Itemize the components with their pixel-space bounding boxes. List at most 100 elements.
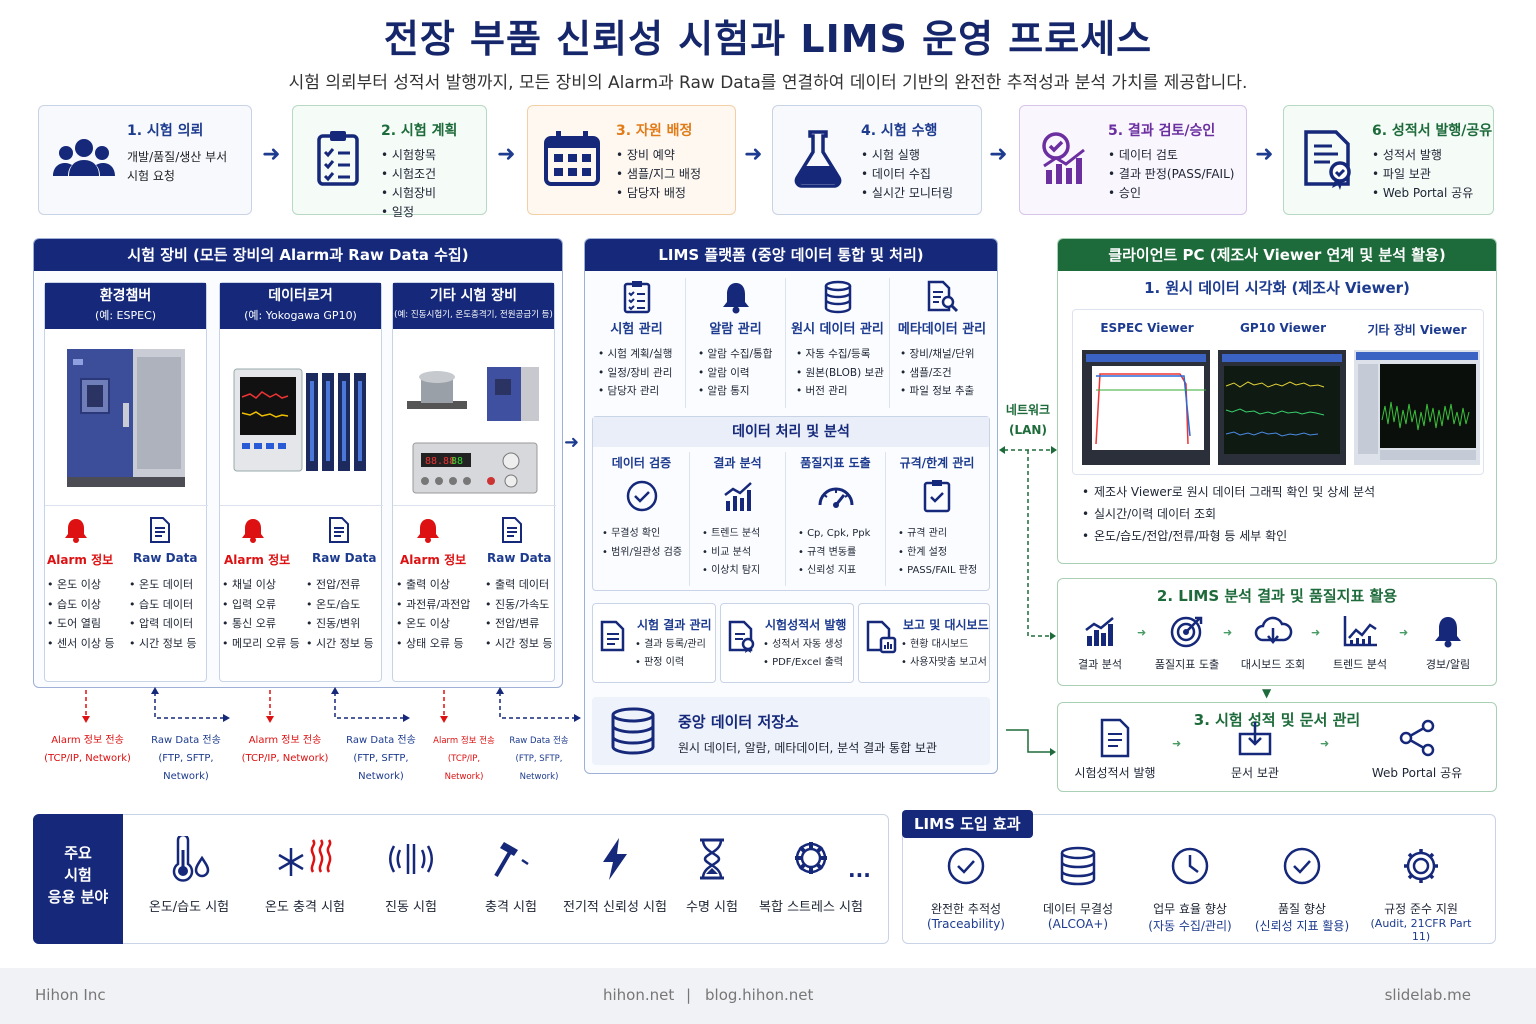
alarm-title: Alarm 정보 xyxy=(47,553,114,567)
footer: Hihon Inc hihon.net | blog.hihon.net sli… xyxy=(0,968,1536,1024)
database-icon xyxy=(611,707,655,755)
hourglass-icon xyxy=(700,838,724,880)
lims-module-raw: 원시 데이터 관리 자동 수집/등록원본(BLOB) 보관버전 관리 xyxy=(786,278,890,408)
lims-module-test: 시험 관리 시험 계획/실행일정/장비 관리담당자 관리 xyxy=(588,278,686,408)
check-circle-icon xyxy=(1283,847,1321,885)
application-item: 온도/습도 시험 xyxy=(134,836,244,915)
stage-title: 3. 자원 배정 xyxy=(616,123,693,139)
viewer-title: 1. 원시 데이터 시각화 (제조사 Viewer) xyxy=(1144,279,1410,297)
alarm-bell-icon xyxy=(65,519,87,543)
output-dashboard: 보고 및 대시보드 현황 대시보드사용자맞춤 보고서 xyxy=(858,603,990,683)
share-icon xyxy=(1399,719,1435,757)
alarm-list: 채널 이상입력 오류통신 오류메모리 오류 등 xyxy=(222,575,300,653)
clipboard-icon xyxy=(317,131,359,186)
raw-data-document-icon xyxy=(502,517,522,543)
footer-link[interactable]: hihon.net xyxy=(603,986,675,1004)
storage-desc: 원시 데이터, 알람, 메타데이터, 분석 결과 통합 보관 xyxy=(678,741,937,755)
alarm-bell-icon xyxy=(242,519,264,543)
stage-title: 5. 결과 검토/승인 xyxy=(1108,123,1216,139)
clipboard-check-icon xyxy=(923,480,951,513)
lims-module-meta: 메타데이터 관리 장비/채널/단위샘플/조건파일 정보 추출 xyxy=(890,278,994,408)
raw-title: Raw Data xyxy=(312,551,377,565)
processing-analysis: 결과 분석 트렌드 분석비교 분석이상치 탐지 xyxy=(690,452,786,586)
output-title: 시험 결과 관리 xyxy=(637,618,712,632)
step-arrow-icon: ➜ xyxy=(1311,626,1321,639)
transfer-label-raw: Raw Data 전송(FTP, SFTP, Network) xyxy=(346,735,416,782)
equipment-name: 기타 시험 장비(예: 진동시험기, 온도충격기, 전원공급기 등) xyxy=(393,283,554,329)
arrow-right-icon: ➜ xyxy=(262,142,281,167)
check-circle-icon xyxy=(626,480,657,512)
processing-title: 결과 분석 xyxy=(713,456,762,470)
analysis-step: 품질지표 도출 xyxy=(1151,614,1223,672)
stage-items: 시험항목시험조건시험장비일정 xyxy=(381,146,436,222)
docs-panel: 3. 시험 성적 및 문서 관리 xyxy=(1057,702,1497,792)
effect-item: 데이터 무결성 (ALCOA+) xyxy=(1022,846,1134,931)
module-title: 원시 데이터 관리 xyxy=(791,322,884,337)
docs-step: Web Portal 공유 xyxy=(1362,718,1472,781)
central-storage: 중앙 데이터 저장소 원시 데이터, 알람, 메타데이터, 분석 결과 통합 보… xyxy=(592,697,990,765)
client-header: 클라이언트 PC (제조사 Viewer 연계 및 분석 활용) xyxy=(1058,239,1496,271)
target-icon xyxy=(1170,616,1203,648)
effect-item: 완전한 추적성 (Traceability) xyxy=(910,846,1022,931)
stage-review: 5. 결과 검토/승인 데이터 검토결과 판정(PASS/FAIL)승인 xyxy=(1019,105,1247,215)
footer-link[interactable]: slidelab.me xyxy=(1384,986,1471,1004)
more-icon: ... xyxy=(848,858,871,882)
report-icon xyxy=(866,620,897,654)
flask-icon xyxy=(794,130,842,188)
output-certificate: 시험성적서 발행 성적서 자동 생성PDF/Excel 출력 xyxy=(720,603,854,683)
arrow-right-icon: ➜ xyxy=(744,142,763,167)
check-circle-icon xyxy=(947,847,985,885)
analysis-step: 트렌드 분석 xyxy=(1325,614,1395,672)
other-viewer-screenshot xyxy=(1354,350,1480,465)
raw-list: 전압/전류온도/습도진동/변위시간 정보 등 xyxy=(306,575,374,653)
docs-step: 문서 보관 xyxy=(1210,718,1300,781)
docs-title: 3. 시험 성적 및 문서 관리 xyxy=(1193,711,1361,729)
transfer-label-raw: Raw Data 전송(FTP, SFTP, Network) xyxy=(509,736,569,782)
bar-chart-icon xyxy=(1085,617,1114,646)
viewer-name: GP10 Viewer xyxy=(1240,321,1326,335)
analysis-step: 대시보드 조회 xyxy=(1237,614,1309,672)
stage-title: 1. 시험 의뢰 xyxy=(127,123,204,139)
review-chart-icon xyxy=(1042,132,1085,184)
network-connectors xyxy=(999,446,1057,756)
footer-link[interactable]: blog.hihon.net xyxy=(705,986,814,1004)
stage-resource: 3. 자원 배정 장비 예약샘플/지그 배정담당자 배정 xyxy=(527,105,736,215)
network-label: 네트워크(LAN) xyxy=(1005,403,1051,437)
cloud-icon xyxy=(1254,616,1293,644)
viewer-box xyxy=(1072,309,1484,475)
arrow-right-icon: ➜ xyxy=(1255,142,1274,167)
gauge-icon xyxy=(818,487,853,508)
footer-separator: | xyxy=(686,986,692,1004)
stage-plan: 2. 시험 계획 시험항목시험조건시험장비일정 xyxy=(292,105,487,219)
stage-title: 4. 시험 수행 xyxy=(861,123,938,139)
raw-title: Raw Data xyxy=(133,551,198,565)
doc-list-icon xyxy=(600,620,625,652)
raw-list: 출력 데이터진동/가속도전압/변류시간 정보 등 xyxy=(485,575,553,653)
analysis-steps: 결과 분석 ➜ 품질지표 도출 ➜ 대시보드 조회 ➜ 트렌드 분석 ➜ 경보/… xyxy=(1067,614,1487,680)
application-item: 진동 시험 xyxy=(366,836,456,915)
database-icon xyxy=(1060,846,1096,886)
arrow-right-icon: ➜ xyxy=(564,432,580,453)
processing-title: 품질지표 도출 xyxy=(800,456,871,470)
effects-panel xyxy=(902,814,1496,944)
alarm-list: 온도 이상습도 이상도어 열림센서 이상 등 xyxy=(47,575,115,653)
hammer-icon xyxy=(494,842,529,878)
step-arrow-icon: ➜ xyxy=(1137,626,1147,639)
espec-viewer-screenshot xyxy=(1082,350,1210,465)
svg-text:88.88: 88.88 xyxy=(425,456,455,467)
equipment-column-logger: 데이터로거(예: Yokogawa GP10) Alarm 정보 Raw Dat… xyxy=(219,282,383,682)
stage-title: 2. 시험 계획 xyxy=(381,123,458,139)
analysis-title: 2. LIMS 분석 결과 및 품질지표 활용 xyxy=(1156,587,1398,605)
processing-validate: 데이터 검증 무결성 확인범위/일관성 검증 xyxy=(594,452,690,586)
effect-item: 업무 효율 향상 (자동 수집/관리) xyxy=(1134,846,1246,934)
footer-company: Hihon Inc xyxy=(35,986,106,1004)
thermometer-icon xyxy=(172,836,210,882)
calendar-icon xyxy=(544,131,600,186)
environment-chamber-image xyxy=(67,349,185,487)
gp10-viewer-screenshot xyxy=(1218,350,1346,465)
module-title: 메타데이터 관리 xyxy=(897,322,987,337)
lightning-icon xyxy=(603,838,627,880)
viewer-name: 기타 장비 Viewer xyxy=(1367,323,1467,337)
